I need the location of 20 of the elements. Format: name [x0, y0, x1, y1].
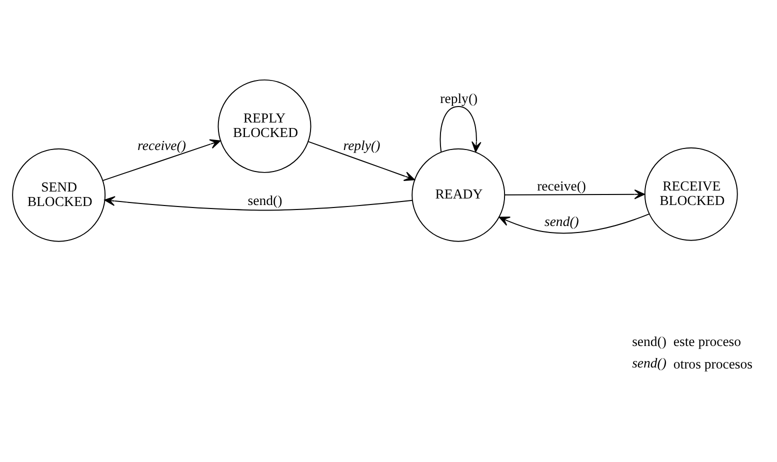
edge-label: reply() — [343, 138, 380, 154]
label: send() — [632, 334, 666, 349]
arrow — [102, 139, 221, 182]
arrow — [104, 196, 413, 211]
arrow — [308, 141, 415, 181]
arrow — [504, 189, 646, 200]
node-circle: SEND BLOCKED — [12, 148, 106, 242]
label: send() — [632, 356, 666, 370]
label: este proceso — [673, 334, 742, 349]
node-circle: REPLY BLOCKED — [218, 79, 312, 173]
edge-label: reply() — [440, 90, 478, 106]
edge-label: receive() — [138, 138, 186, 154]
node-circle: RECEIVE BLOCKED — [644, 147, 738, 241]
label: otros procesos — [673, 356, 753, 372]
edge-label: receive() — [537, 178, 586, 194]
arrow — [498, 213, 650, 234]
arrow — [440, 106, 482, 152]
edge-label: send() — [248, 193, 282, 208]
node-circle: READY — [412, 148, 506, 242]
edge-label: send() — [544, 214, 579, 229]
